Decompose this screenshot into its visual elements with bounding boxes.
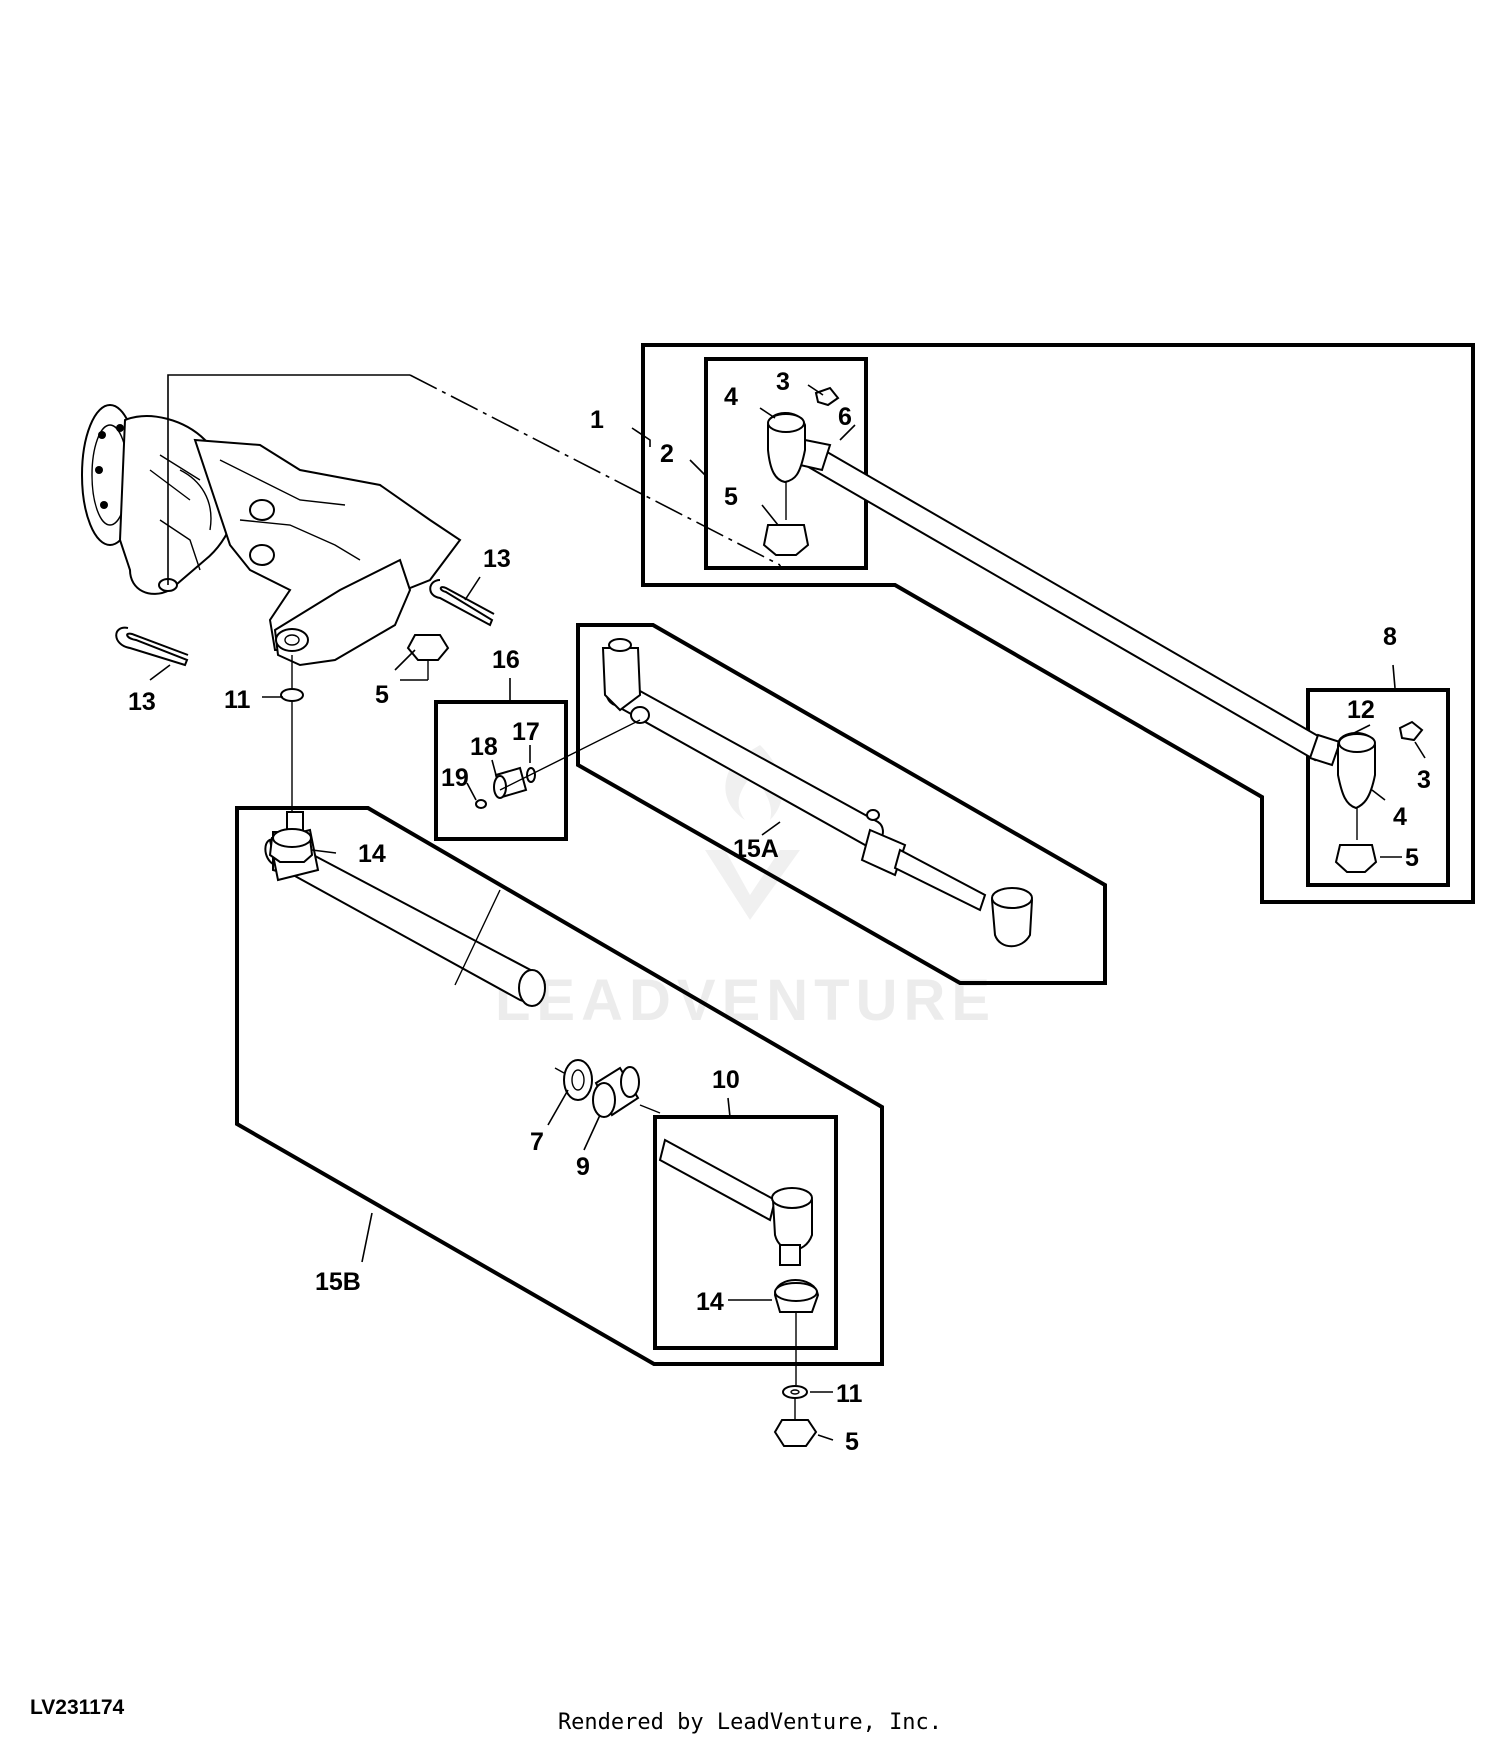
callout-10: 10: [712, 1066, 740, 1094]
callout-5-right: 5: [1405, 844, 1419, 872]
cotter-pin-left: [115, 626, 189, 667]
seal-kit-box: [434, 700, 568, 841]
callout-4-right: 4: [1393, 803, 1407, 831]
tie-rod-tube: [798, 438, 1342, 767]
tie-rod-end-left: [762, 386, 840, 556]
callout-5-axle: 5: [375, 681, 389, 709]
callout-3-left: 3: [776, 368, 790, 396]
callout-1: 1: [590, 406, 604, 434]
callouts: 1 2 3 4 5 6 8 12 3 4 5 13 13 11 5 16 18 …: [128, 368, 1431, 1456]
castle-nut-bottom: [773, 1398, 818, 1447]
tie-rod-assembly-outline: [641, 343, 1475, 904]
tie-rod-end-box-left: [704, 357, 868, 570]
callout-11-bottom: 11: [836, 1380, 863, 1408]
cotter-pin-right: [429, 579, 495, 627]
cylinder-15a: [499, 638, 1034, 948]
callout-14-bottom: 14: [696, 1288, 724, 1316]
axle-housing: [81, 404, 462, 667]
callout-19: 19: [441, 764, 469, 792]
leader-lines: [149, 384, 1426, 1441]
watermark-text: LEADVENTURE: [495, 968, 996, 1033]
rod-end: [658, 1138, 820, 1385]
callout-6: 6: [838, 403, 852, 431]
callout-11-top: 11: [224, 686, 251, 714]
cylinder-15b-outline: [235, 806, 884, 1366]
castle-nut-axle: [400, 634, 450, 681]
callout-7: 7: [530, 1128, 544, 1156]
callout-5-bottom: 5: [845, 1428, 859, 1456]
rod-end-box: [653, 1115, 838, 1350]
callout-15b: 15B: [315, 1268, 361, 1296]
callout-13-left: 13: [128, 688, 156, 716]
cylinder-15b: [264, 811, 661, 1118]
callout-16: 16: [492, 646, 520, 674]
callout-17: 17: [512, 718, 540, 746]
washer-axle: [280, 655, 304, 820]
callout-2: 2: [660, 440, 674, 468]
watermark: LEADVENTURE: [495, 745, 996, 1033]
callout-14-top: 14: [358, 840, 386, 868]
callout-12: 12: [1347, 696, 1375, 724]
callout-13-right: 13: [483, 545, 511, 573]
callout-8: 8: [1383, 623, 1397, 651]
callout-4-left: 4: [724, 383, 738, 411]
callout-9: 9: [576, 1153, 590, 1181]
callout-15a: 15A: [733, 835, 779, 863]
callout-18: 18: [470, 733, 498, 761]
seal-kit-parts: [475, 766, 536, 809]
tie-rod-end-right: [1334, 720, 1424, 873]
callout-5-left: 5: [724, 483, 738, 511]
tie-rod-end-box-right: [1306, 688, 1450, 887]
render-credit: Rendered by LeadVenture, Inc.: [557, 1710, 943, 1735]
washer-bottom: [782, 1385, 808, 1399]
diagram-id: LV231174: [30, 1696, 125, 1719]
cylinder-15a-outline: [576, 623, 1107, 985]
callout-3-right: 3: [1417, 766, 1431, 794]
